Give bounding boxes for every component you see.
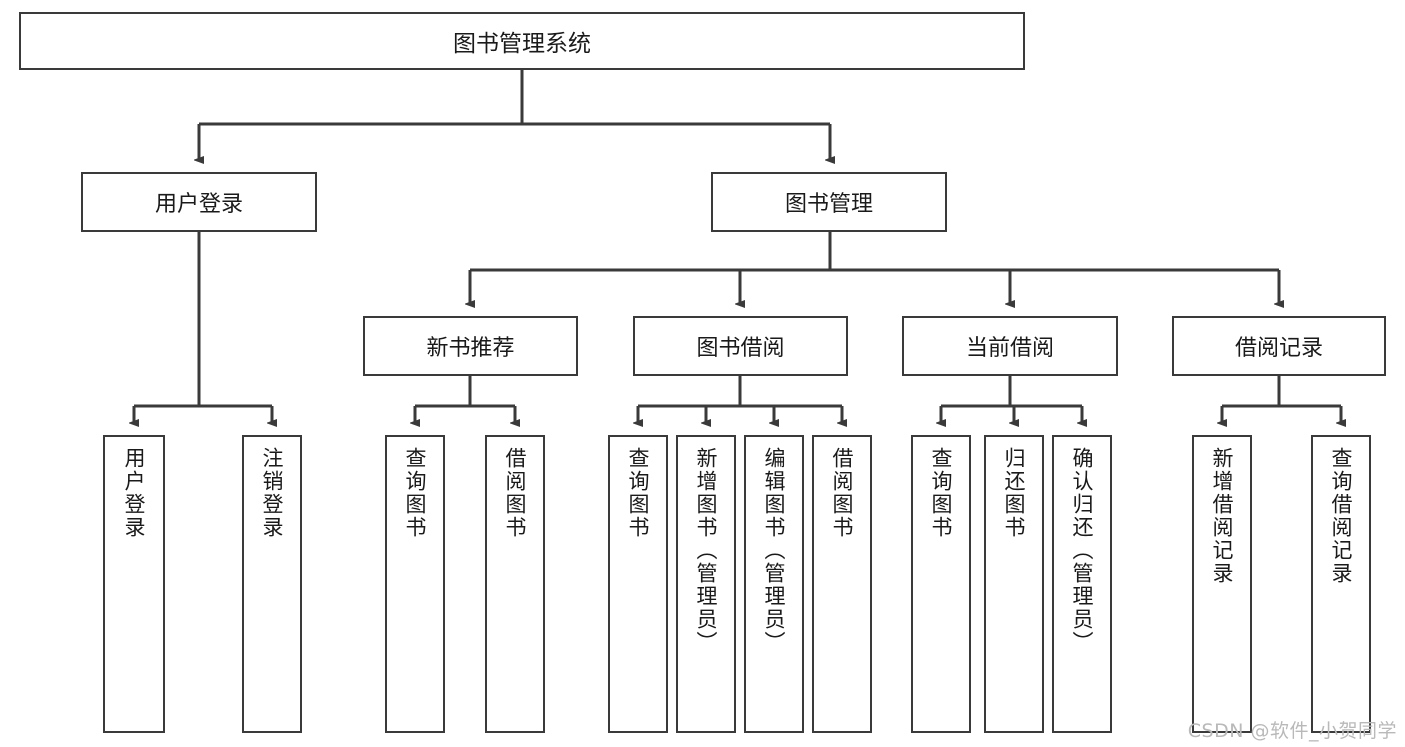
node-book-borrow[interactable]: 图书借阅: [633, 316, 848, 376]
node-book-manage[interactable]: 图书管理: [711, 172, 947, 232]
node-leaf-return-book-label: 归还图书: [1002, 447, 1027, 539]
node-leaf-user-login[interactable]: 用户登录: [103, 435, 165, 733]
node-new-book-recommend-label: 新书推荐: [426, 336, 515, 361]
node-leaf-logout-login-label: 注销登录: [260, 447, 285, 539]
node-leaf-query-book-rec-label: 查询图书: [403, 447, 428, 539]
node-user-login-label: 用户登录: [154, 192, 243, 217]
node-book-borrow-label: 图书借阅: [696, 336, 785, 361]
node-leaf-user-login-label: 用户登录: [122, 447, 147, 539]
node-borrow-record[interactable]: 借阅记录: [1172, 316, 1386, 376]
node-leaf-borrow-book-rec[interactable]: 借阅图书: [485, 435, 545, 733]
node-leaf-add-borrow-record-label: 新增借阅记录: [1210, 447, 1235, 585]
node-root-label: 图书管理系统: [453, 31, 591, 57]
node-leaf-borrow-book-borrow-label: 借阅图书: [830, 447, 855, 539]
node-leaf-borrow-book-rec-label: 借阅图书: [503, 447, 528, 539]
node-leaf-return-book[interactable]: 归还图书: [984, 435, 1044, 733]
node-new-book-recommend[interactable]: 新书推荐: [363, 316, 578, 376]
node-leaf-logout-login[interactable]: 注销登录: [242, 435, 302, 733]
node-leaf-edit-book-admin[interactable]: 编辑图书（管理员）: [744, 435, 804, 733]
node-leaf-query-borrow-record[interactable]: 查询借阅记录: [1311, 435, 1371, 733]
node-leaf-query-book-current-label: 查询图书: [929, 447, 954, 539]
node-leaf-confirm-return-admin-label: 确认归还（管理员）: [1070, 447, 1095, 654]
node-leaf-query-book-current[interactable]: 查询图书: [911, 435, 971, 733]
node-current-borrow[interactable]: 当前借阅: [902, 316, 1118, 376]
node-leaf-query-book-rec[interactable]: 查询图书: [385, 435, 445, 733]
node-leaf-borrow-book-borrow[interactable]: 借阅图书: [812, 435, 872, 733]
node-current-borrow-label: 当前借阅: [965, 336, 1054, 361]
node-leaf-query-book-borrow[interactable]: 查询图书: [608, 435, 668, 733]
node-leaf-add-book-admin-label: 新增图书（管理员）: [694, 447, 719, 654]
node-root[interactable]: 图书管理系统: [19, 12, 1025, 70]
node-leaf-query-book-borrow-label: 查询图书: [626, 447, 651, 539]
node-leaf-confirm-return-admin[interactable]: 确认归还（管理员）: [1052, 435, 1112, 733]
node-leaf-add-book-admin[interactable]: 新增图书（管理员）: [676, 435, 736, 733]
node-leaf-add-borrow-record[interactable]: 新增借阅记录: [1192, 435, 1252, 733]
node-borrow-record-label: 借阅记录: [1234, 336, 1323, 361]
csdn-watermark: CSDN @软件_小贺同学: [1187, 720, 1397, 742]
node-user-login[interactable]: 用户登录: [81, 172, 317, 232]
node-leaf-query-borrow-record-label: 查询借阅记录: [1329, 447, 1354, 585]
node-book-manage-label: 图书管理: [784, 192, 873, 217]
node-leaf-edit-book-admin-label: 编辑图书（管理员）: [762, 447, 787, 654]
